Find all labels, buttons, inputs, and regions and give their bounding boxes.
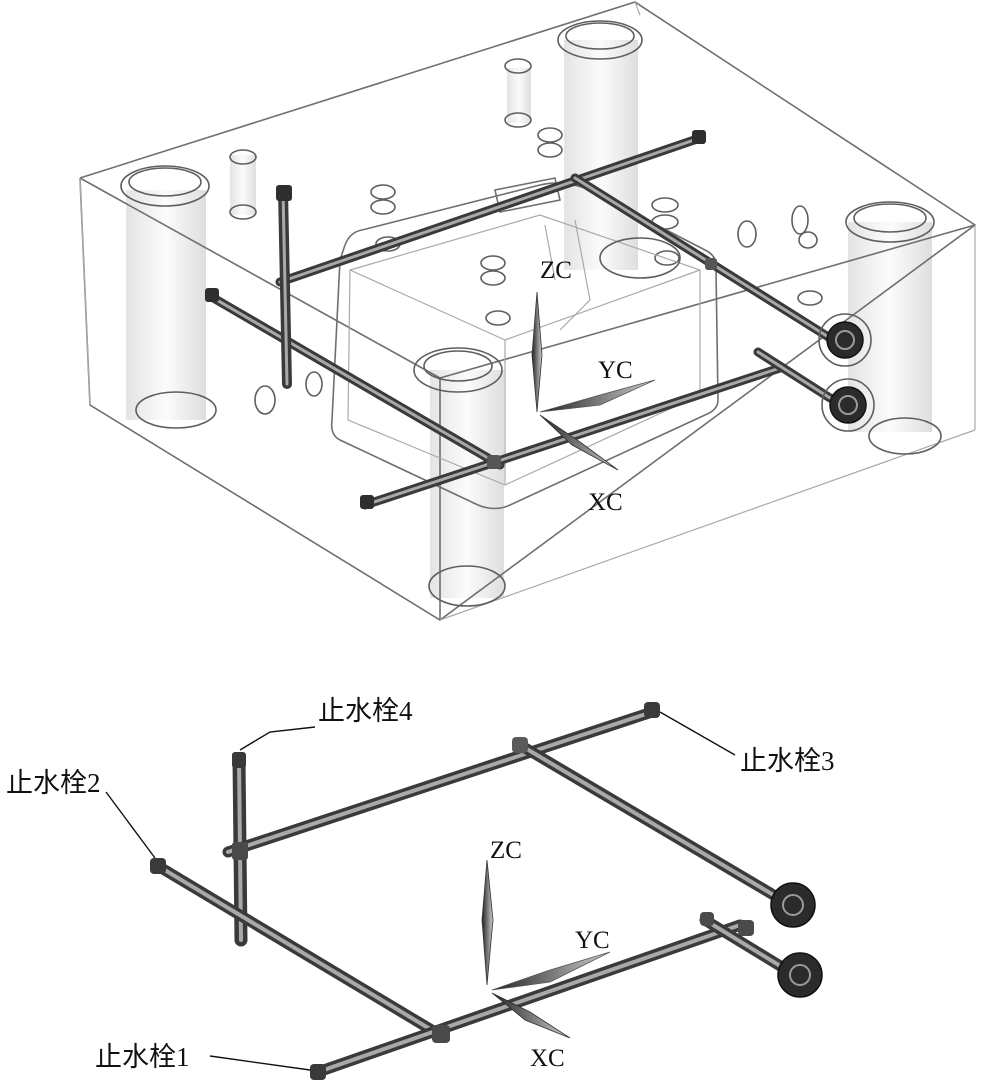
leader-plug4	[239, 726, 316, 751]
yc-axis-label: YC	[575, 927, 610, 954]
xc-axis-label: XC	[588, 489, 623, 516]
mold-plate-view: ZC YC XC	[79, 1, 977, 621]
coordinate-triad-bottom: ZC YC XC	[481, 837, 611, 1072]
cooling-channel-view: ZC YC XC 止水栓4 止水栓3 止水栓2 止水栓1	[6, 696, 835, 1080]
guide-pillar-holes	[120, 20, 935, 393]
cooling-channels-top	[205, 130, 835, 510]
plug-callouts: 止水栓4 止水栓3 止水栓2 止水栓1	[6, 696, 835, 1072]
leader-plug3	[659, 711, 736, 756]
cavity-insert	[330, 177, 719, 510]
callout-plug3: 止水栓3	[740, 746, 835, 776]
callout-plug2: 止水栓2	[6, 768, 101, 798]
cooling-channels-bottom	[150, 702, 801, 1080]
mold-block-outline	[79, 1, 977, 621]
yc-axis-label: YC	[598, 357, 633, 384]
coordinate-triad-top: ZC YC XC	[531, 257, 656, 516]
screw-holes	[229, 58, 823, 326]
leader-plug2	[105, 791, 156, 859]
leader-plug1	[209, 1055, 311, 1071]
callout-plug4: 止水栓4	[318, 696, 413, 726]
callout-plug1: 止水栓1	[95, 1042, 190, 1072]
bottom-face-holes	[135, 371, 942, 607]
zc-axis-label: ZC	[490, 837, 522, 864]
pipe-fittings-bottom	[770, 882, 823, 998]
xc-axis-label: XC	[530, 1045, 565, 1072]
zc-axis-label: ZC	[540, 257, 572, 284]
pipe-fittings-top	[818, 313, 875, 432]
